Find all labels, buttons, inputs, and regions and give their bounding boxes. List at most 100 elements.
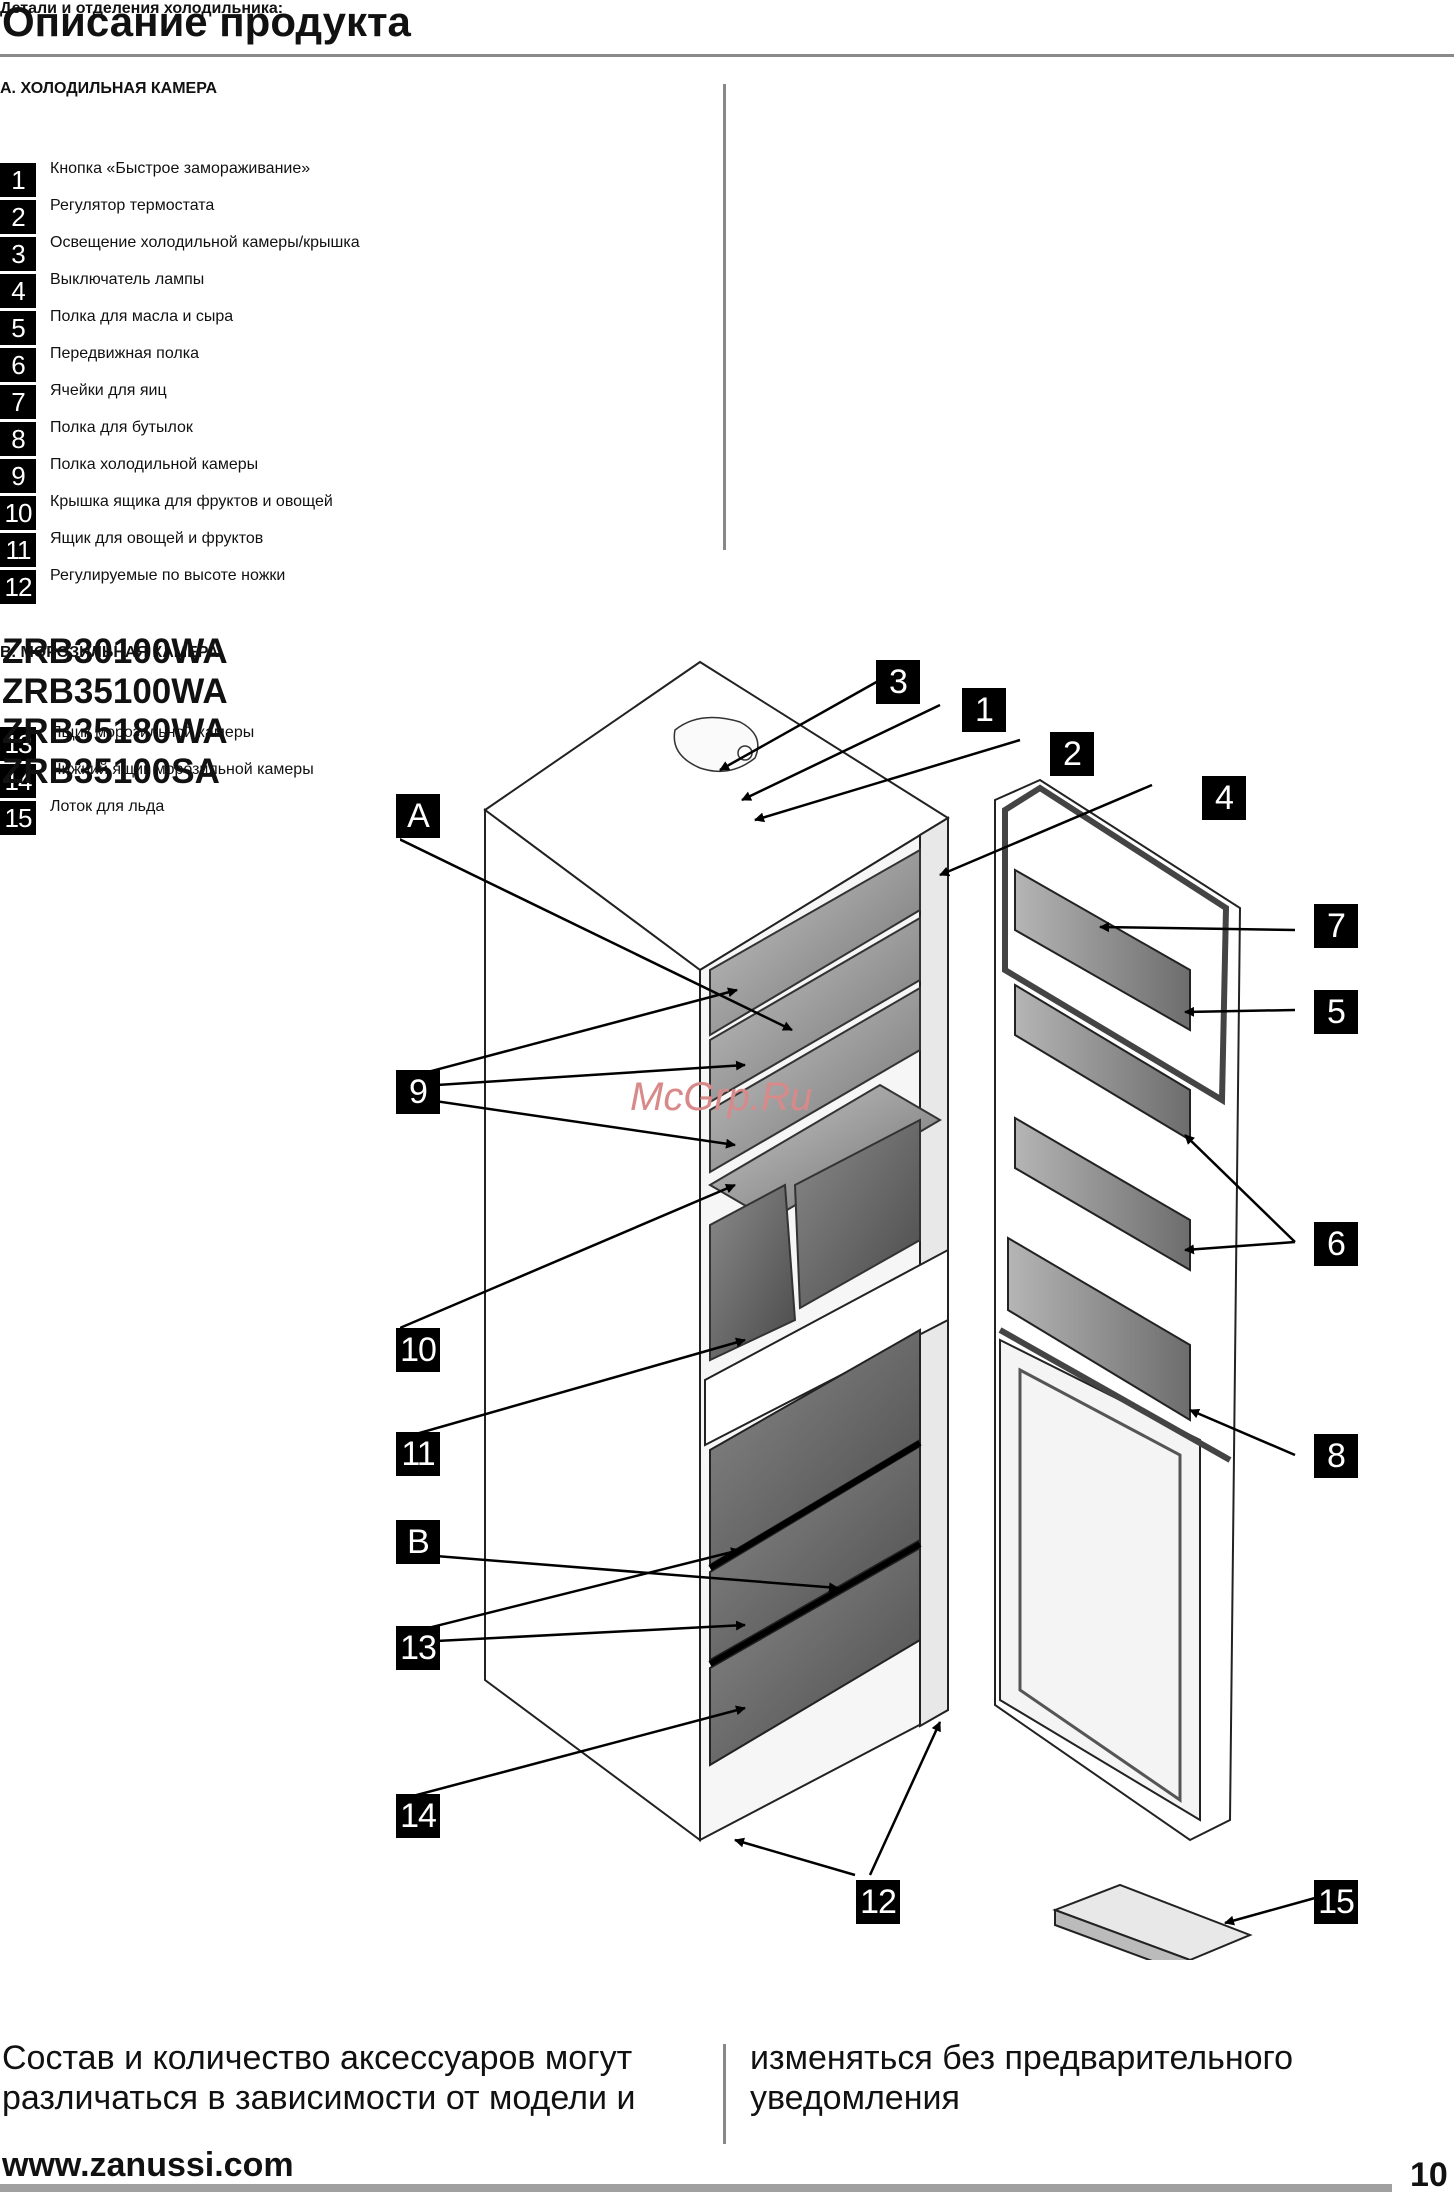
column-divider [723,84,726,550]
ice-tray [1052,1883,1253,1977]
list-item: 7 Ячейки для яиц [0,382,720,419]
callout-lines [359,678,1316,1926]
item-label: Освещение холодильной камеры/крышка [50,234,360,251]
item-number: 7 [0,385,36,419]
parts-subtitle: Детали и отделения холодильника: [0,0,284,17]
item-label: Полка для масла и сыра [50,308,234,325]
list-item: 14 Нижний ящик морозильной камеры [0,761,700,798]
crisper-drawer [793,1118,921,1310]
item-label: Передвижная полка [50,345,199,362]
fridge-shelves [708,848,942,1222]
list-item: 8 Полка для бутылок [0,419,700,456]
item-label: Выключатель лампы [50,271,205,288]
bottom-divider [0,2184,1392,2192]
page-title: Описание продукта [2,0,411,45]
list-item: 10 Крышка ящика для фруктов и овощей [0,493,700,530]
item-number: 9 [0,459,36,493]
shelf [709,848,921,1037]
item-number: 2 [0,200,36,234]
footer-note-right: изменяться без предварительного уведомле… [750,2039,1294,2117]
item-label: Ячейки для яиц [50,382,167,399]
item-number: 11 [0,533,36,567]
crisper-drawers [709,1118,921,1362]
item-label: Полка для бутылок [50,419,193,436]
item-number: 10 [0,496,36,530]
item-number: 12 [0,570,36,604]
callout-2: 2 [1050,732,1094,776]
callout-9: 9 [396,1070,440,1114]
freezer-drawer [709,1328,921,1567]
callout-8: 8 [1314,1434,1358,1478]
refrigerator-diagram: A B 3 1 2 4 7 5 9 6 10 11 8 13 14 12 15 [359,640,1400,1977]
title-divider [0,54,1454,57]
list-item: 4 Выключатель лампы [0,271,720,308]
item-number: 15 [0,801,36,835]
parts-list-left: Детали и отделения холодильника: A. ХОЛО… [0,0,720,419]
watermark: McGrp.Ru [630,1075,813,1119]
item-label: Кнопка «Быстрое замораживание» [50,160,311,177]
door-shelf [1014,1116,1191,1272]
list-item: 12 Регулируемые по высоте ножки [0,567,700,604]
item-label: Крышка ящика для фруктов и овощей [50,493,333,510]
freezer-drawer-bottom [709,1546,921,1767]
model-name: ZRB35180WA [2,712,228,751]
section-a-heading: A. ХОЛОДИЛЬНАЯ КАМЕРА [0,80,218,97]
item-label: Регулируемые по высоте ножки [50,567,286,584]
list-item: 1 Кнопка «Быстрое замораживание» [0,160,720,197]
callout-6: 6 [1314,1222,1358,1266]
shelf [709,986,921,1174]
callout-b: B [396,1520,440,1564]
footer-note-left: Состав и количество аксессуаров могут ра… [2,2039,636,2117]
callout-5: 5 [1314,990,1358,1034]
list-item: 11 Ящик для овощей и фруктов [0,530,700,567]
callout-14: 14 [396,1794,440,1838]
list-item: 9 Полка холодильной камеры [0,456,700,493]
model-name: ZRB30100WA [2,632,228,671]
callout-a: A [396,794,440,838]
item-label: Ящик для овощей и фруктов [50,530,264,547]
item-number: 14 [0,764,36,798]
list-item: 5 Полка для масла и сыра [0,308,720,345]
refrigerator-illustration [359,660,1316,1977]
door-balconies [1007,868,1191,1422]
crisper-drawer [709,1183,797,1362]
item-number: 6 [0,348,36,382]
model-name: ZRB35100WA [2,672,228,711]
item-number: 4 [0,274,36,308]
item-number: 1 [0,163,36,197]
website-link[interactable]: www.zanussi.com [2,2146,294,2184]
callout-13: 13 [396,1626,440,1670]
page-number: 10 [1410,2156,1448,2194]
item-number: 5 [0,311,36,345]
callout-11: 11 [396,1432,440,1476]
bottle-shelf [1007,1236,1191,1422]
item-label: Ящик морозильной камеры [50,724,255,741]
item-label: Нижний ящик морозильной камеры [50,761,314,778]
callout-7: 7 [1314,904,1358,948]
item-number: 8 [0,422,36,456]
item-label: Лоток для льда [50,798,165,815]
callout-12: 12 [856,1880,900,1924]
callout-4: 4 [1202,776,1246,820]
callout-10: 10 [396,1328,440,1372]
list-item: 15 Лоток для льда [0,798,700,835]
item-label: Полка холодильной камеры [50,456,259,473]
parts-list-right: 8 Полка для бутылок 9 Полка холодильной ка… [0,419,700,835]
egg-tray-balcony [1014,868,1191,1032]
item-number: 3 [0,237,36,271]
freezer-section [704,1248,949,1767]
section-b-heading: B. МОРОЗИЛЬНАЯ КАМЕРА [0,644,219,661]
callout-15: 15 [1314,1880,1358,1924]
footer-divider [723,2044,726,2144]
callout-3: 3 [876,660,920,704]
shelf [709,916,921,1104]
list-item: 13 Ящик морозильной камеры [0,724,700,761]
model-name: ZRB35100SA [2,752,220,791]
item-number: 13 [0,727,36,761]
list-item: 6 Передвижная полка [0,345,720,382]
list-item: 3 Освещение холодильной камеры/крышка [0,234,720,271]
cabinet-side [484,808,701,1842]
callout-1: 1 [962,688,1006,732]
model-list: ZRB30100WA ZRB35100WA ZRB35180WA ZRB3510… [2,632,228,792]
